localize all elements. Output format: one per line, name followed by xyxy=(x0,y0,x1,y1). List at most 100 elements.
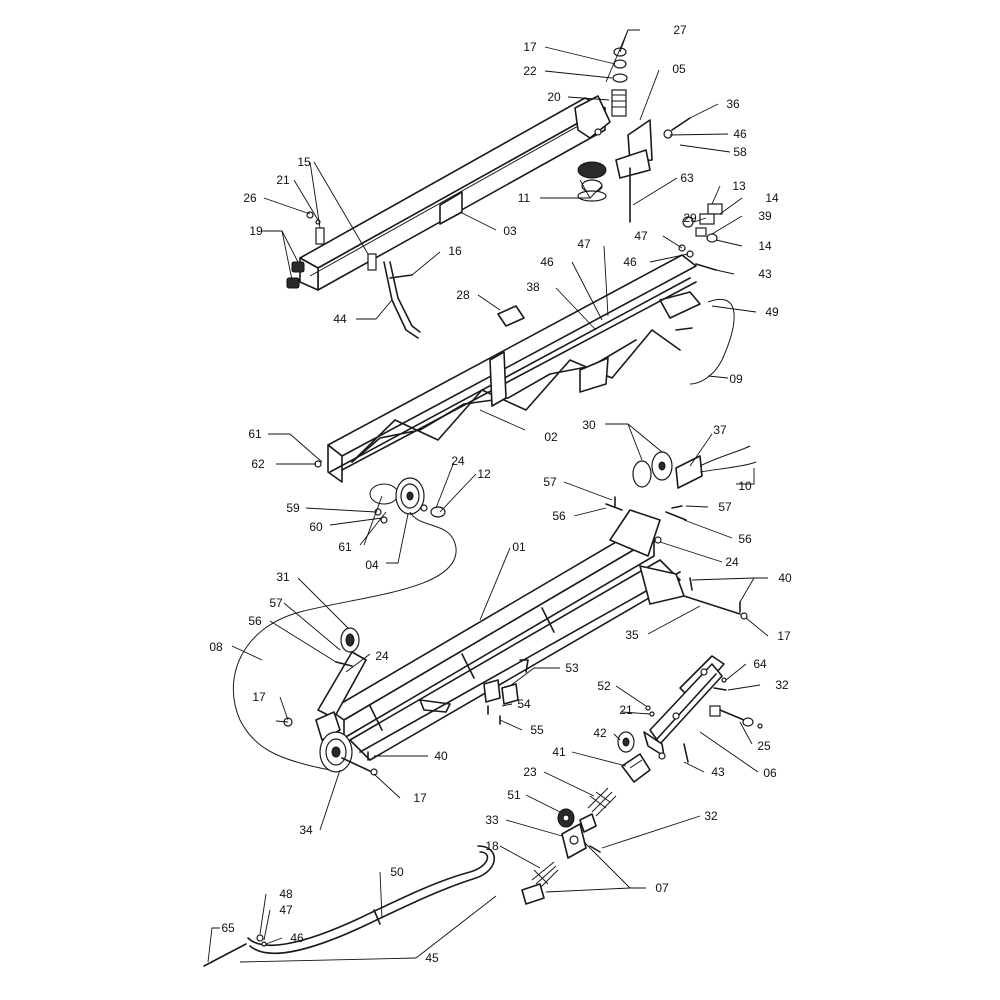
part-09-cable xyxy=(689,298,735,385)
part-61-clip xyxy=(369,483,399,505)
callout-16: 16 xyxy=(448,244,462,258)
part-07-bracket xyxy=(521,883,545,905)
callout-65: 65 xyxy=(221,921,235,935)
part-04-pulley-wheel xyxy=(395,477,446,518)
part-06-mount-frame xyxy=(643,655,725,757)
part-15-bracket-right xyxy=(367,253,377,271)
callout-27: 27 xyxy=(673,23,687,37)
part-08-cable xyxy=(232,511,457,771)
callout-24b: 24 xyxy=(725,555,739,569)
part-43-nut-b xyxy=(658,752,666,760)
callout-29: 29 xyxy=(683,211,697,225)
callout-17c: 17 xyxy=(252,690,266,704)
callout-37: 37 xyxy=(713,423,727,437)
part-48-nut xyxy=(256,934,264,942)
part-35-axle xyxy=(683,595,741,615)
callout-34: 34 xyxy=(299,823,313,837)
callout-40: 40 xyxy=(778,571,792,585)
callout-59: 59 xyxy=(286,501,300,515)
callout-07: 07 xyxy=(655,881,669,895)
part-15-bracket-left xyxy=(315,227,325,245)
part-32-pin-b xyxy=(589,845,601,853)
part-53-brackets xyxy=(483,679,519,725)
callout-43: 43 xyxy=(758,267,772,281)
callout-06: 06 xyxy=(763,766,777,780)
part-42-gear xyxy=(617,731,635,753)
callout-47b: 47 xyxy=(577,237,591,251)
part-37-switch xyxy=(675,445,757,489)
callout-19: 19 xyxy=(249,224,263,238)
callout-26: 26 xyxy=(243,191,257,205)
callout-57: 57 xyxy=(543,475,557,489)
callout-46c: 46 xyxy=(540,255,554,269)
callout-44: 44 xyxy=(333,312,347,326)
callout-10: 10 xyxy=(738,479,752,493)
callout-64: 64 xyxy=(753,657,767,671)
callout-51: 51 xyxy=(507,788,521,802)
part-03-upper-arm xyxy=(299,95,611,291)
callout-61: 61 xyxy=(248,427,262,441)
callout-61b: 61 xyxy=(338,540,352,554)
callout-14b: 14 xyxy=(758,239,772,253)
callout-38: 38 xyxy=(526,280,540,294)
part-43-bolt-b xyxy=(683,743,689,763)
callout-48: 48 xyxy=(279,887,293,901)
callout-24: 24 xyxy=(451,454,465,468)
callout-11: 11 xyxy=(518,191,531,205)
callout-49: 49 xyxy=(765,305,779,319)
part-56-pin-c xyxy=(335,661,353,667)
callout-30: 30 xyxy=(582,418,596,432)
part-51-gear xyxy=(557,808,575,828)
callout-42: 42 xyxy=(593,726,607,740)
part-23-spring xyxy=(587,787,617,817)
callout-50: 50 xyxy=(390,865,404,879)
callout-28: 28 xyxy=(456,288,470,302)
callout-01: 01 xyxy=(512,540,526,554)
part-44-handle xyxy=(383,261,419,339)
part-45-rail xyxy=(247,845,495,955)
callout-57b: 57 xyxy=(718,500,732,514)
callout-46b: 46 xyxy=(623,255,637,269)
callout-55: 55 xyxy=(530,723,544,737)
part-57-pin-b xyxy=(671,505,683,509)
part-25-bolt xyxy=(709,705,763,729)
callout-21: 21 xyxy=(276,173,290,187)
callout-18: 18 xyxy=(485,839,499,853)
right-top-hardware xyxy=(678,203,723,271)
part-17-clip-b xyxy=(740,612,748,620)
callout-56c: 56 xyxy=(248,614,262,628)
callout-24c: 24 xyxy=(375,649,389,663)
callout-13: 13 xyxy=(732,179,746,193)
part-40-pin-a xyxy=(689,577,693,591)
part-60-nut xyxy=(380,516,388,524)
callout-46d: 46 xyxy=(290,931,304,945)
callout-33: 33 xyxy=(485,813,499,827)
callout-47: 47 xyxy=(634,229,648,243)
callout-60: 60 xyxy=(309,520,323,534)
callout-03: 03 xyxy=(503,224,517,238)
part-02-truss-arm xyxy=(327,254,701,483)
callout-56: 56 xyxy=(552,509,566,523)
callout-02: 02 xyxy=(544,430,558,444)
part-52-screw xyxy=(645,705,651,711)
callout-31: 31 xyxy=(276,570,290,584)
callout-22: 22 xyxy=(523,64,537,78)
callout-46: 46 xyxy=(733,127,747,141)
callout-63: 63 xyxy=(680,171,694,185)
part-01-base-frame xyxy=(315,509,685,761)
callout-17: 17 xyxy=(523,40,537,54)
callout-labels: 27 17 22 20 05 36 46 58 11 63 15 21 26 0… xyxy=(209,23,792,965)
callout-53: 53 xyxy=(565,661,579,675)
part-33-housing xyxy=(561,813,597,859)
part-46-washer-d xyxy=(261,941,267,947)
callout-23: 23 xyxy=(523,765,537,779)
callout-32: 32 xyxy=(775,678,789,692)
callout-41: 41 xyxy=(552,745,566,759)
part-18-spring xyxy=(531,861,559,889)
part-41-block xyxy=(621,753,651,783)
callout-17d: 17 xyxy=(413,791,427,805)
callout-40b: 40 xyxy=(434,749,448,763)
callout-17b: 17 xyxy=(777,629,791,643)
